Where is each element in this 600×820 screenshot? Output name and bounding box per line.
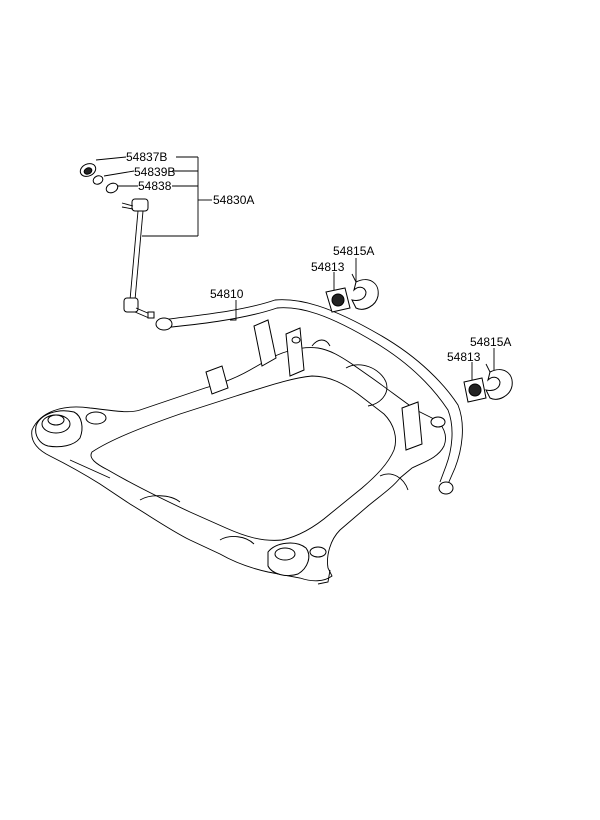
callout-54837b: 54837B <box>126 150 167 164</box>
callout-54810: 54810 <box>210 287 244 301</box>
bushing-group-lower <box>463 363 513 403</box>
callout-54813-upper: 54813 <box>311 260 345 274</box>
callout-54838: 54838 <box>138 179 172 193</box>
subframe-crossmember <box>31 319 446 585</box>
stabilizer-bar <box>155 299 463 495</box>
callout-54815a-lower: 54815A <box>470 335 511 349</box>
callout-54830a: 54830A <box>213 193 254 207</box>
callout-54813-lower: 54813 <box>447 350 481 364</box>
bushing-group-upper <box>325 273 379 313</box>
callout-54815a-upper: 54815A <box>333 244 374 258</box>
leader-lines <box>95 156 495 380</box>
callout-labels: 54837B 54839B 54838 54830A 54815A 54813 … <box>126 150 511 364</box>
stabilizer-link <box>79 163 155 319</box>
callout-54839b: 54839B <box>134 165 175 179</box>
